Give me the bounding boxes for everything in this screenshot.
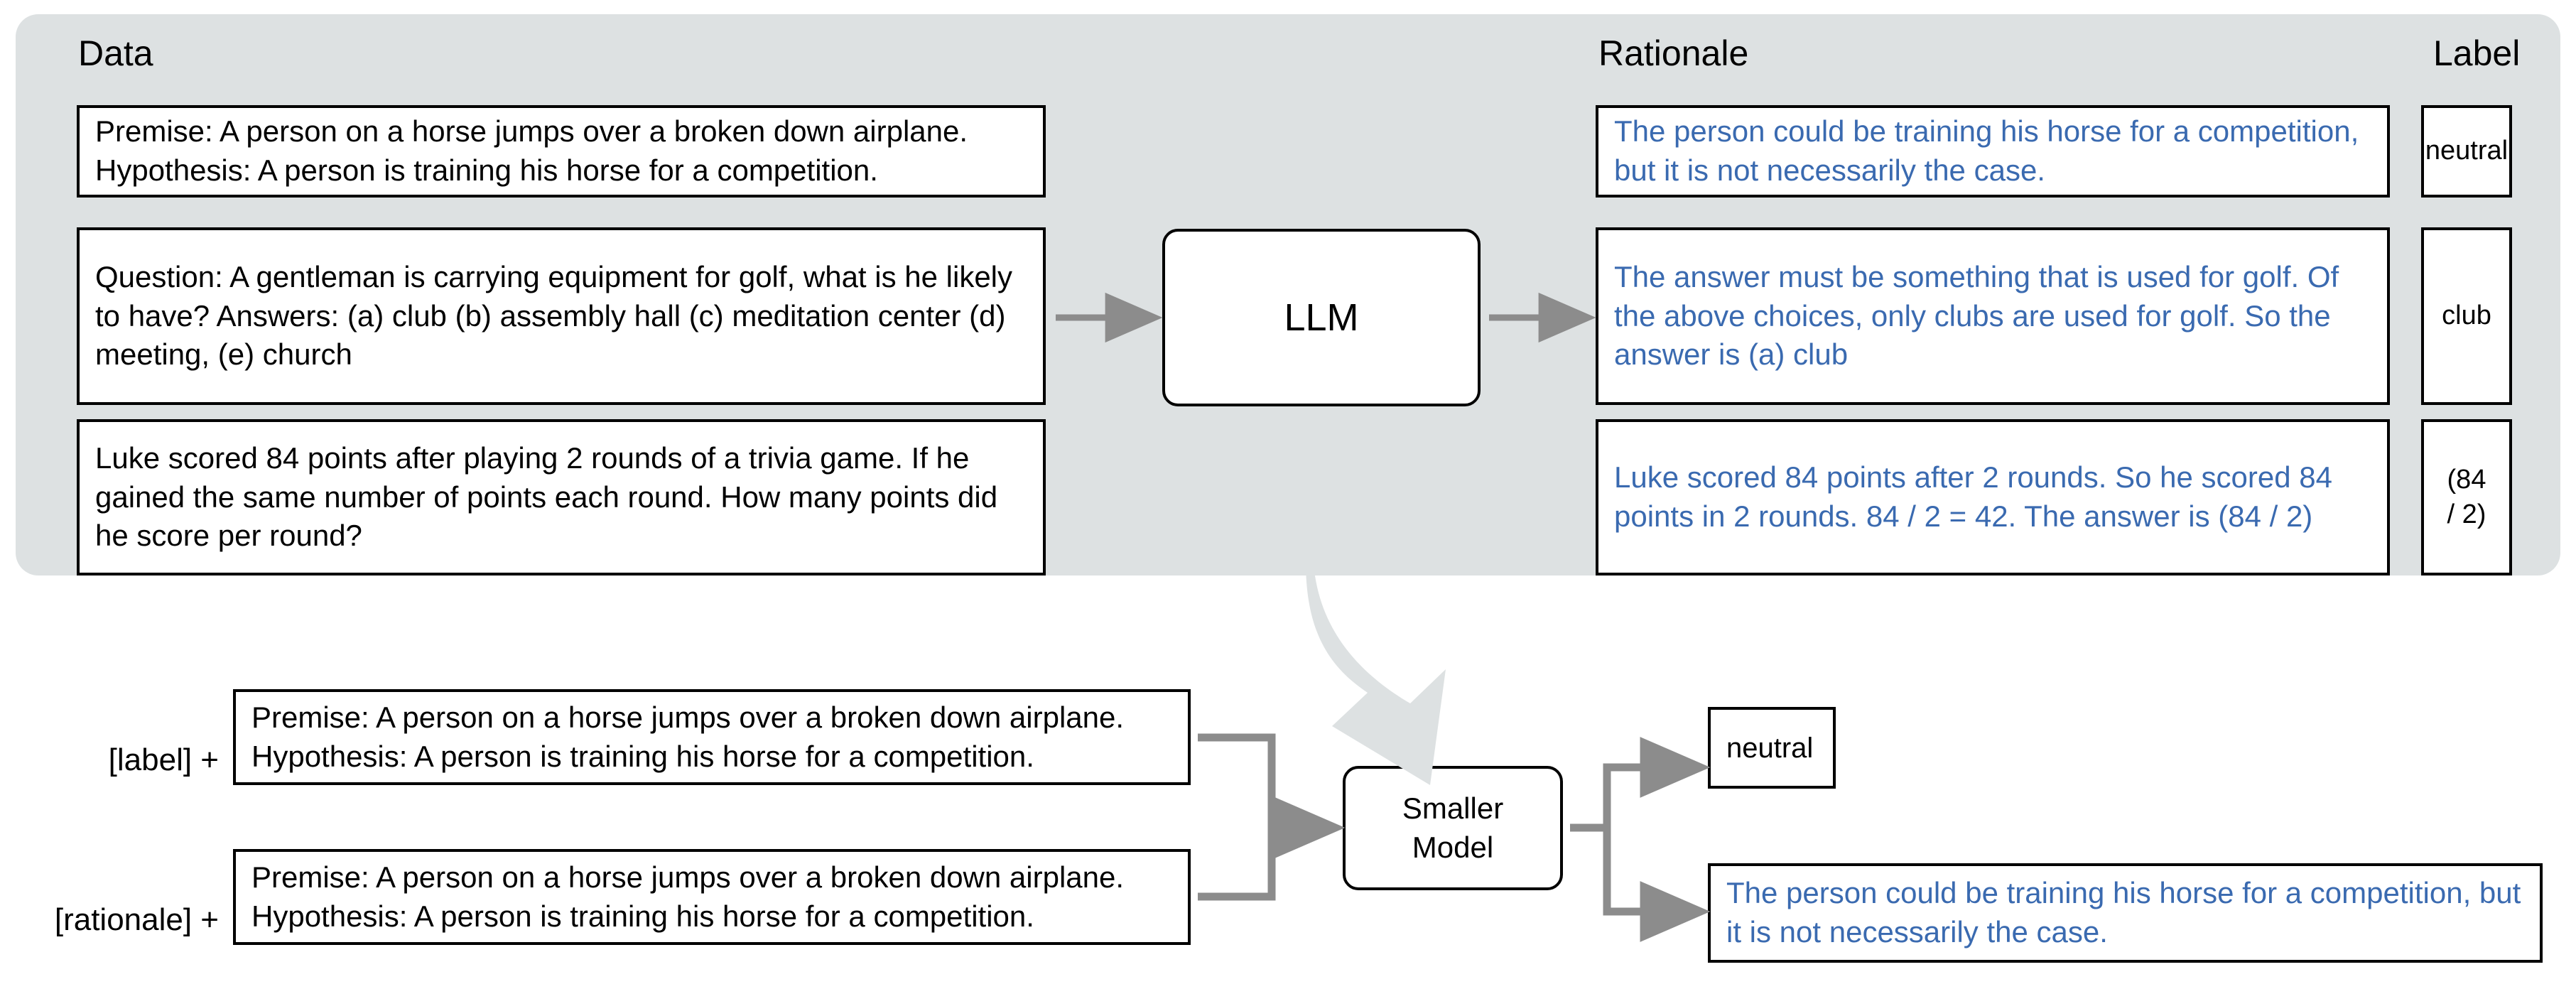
input-box-text: Premise: A person on a horse jumps over … xyxy=(251,860,1125,933)
rationale-box-gsm: Luke scored 84 points after 2 rounds. So… xyxy=(1596,419,2390,575)
label-box-text: neutral xyxy=(2425,136,2509,166)
label-column-heading: Label xyxy=(2433,33,2521,73)
distillation-arrow-icon xyxy=(1306,547,1446,785)
data-box-gsm: Luke scored 84 points after playing 2 ro… xyxy=(77,419,1046,575)
label-box-text: (84 / 2) xyxy=(2447,464,2486,529)
input-box-label: Premise: A person on a horse jumps over … xyxy=(233,689,1191,785)
data-box-commonsenseqa: Question: A gentleman is carrying equipm… xyxy=(77,227,1046,405)
output-box-text: The person could be training his horse f… xyxy=(1726,876,2521,949)
rationale-column-heading: Rationale xyxy=(1598,33,1749,73)
label-box-text: club xyxy=(2442,301,2491,331)
data-box-nli: Premise: A person on a horse jumps over … xyxy=(77,105,1046,198)
data-box-text: Question: A gentleman is carrying equipm… xyxy=(95,260,1013,372)
output-box-text: neutral xyxy=(1726,732,1814,764)
llm-box: LLM xyxy=(1162,229,1481,406)
data-box-text: Luke scored 84 points after playing 2 ro… xyxy=(95,441,998,553)
output-box-rationale: The person could be training his horse f… xyxy=(1708,863,2543,963)
connector-inputs-merge xyxy=(1198,733,1276,901)
smaller-model-label: Smaller Model xyxy=(1402,791,1504,864)
data-column-heading: Data xyxy=(78,33,153,73)
arrow-smaller-model-to-label-output xyxy=(1603,737,1711,828)
rationale-tag: [rationale] + xyxy=(54,902,219,937)
arrow-smaller-model-to-rationale-output xyxy=(1603,828,1711,942)
input-box-text: Premise: A person on a horse jumps over … xyxy=(251,700,1125,773)
input-box-rationale: Premise: A person on a horse jumps over … xyxy=(233,849,1191,945)
rationale-box-nli: The person could be training his horse f… xyxy=(1596,105,2390,198)
rationale-box-text: The person could be training his horse f… xyxy=(1614,114,2359,187)
llm-box-label: LLM xyxy=(1284,296,1359,339)
output-box-label: neutral xyxy=(1708,707,1836,789)
rationale-box-text: The answer must be something that is use… xyxy=(1614,260,2339,372)
label-tag: [label] + xyxy=(108,742,219,777)
rationale-box-text: Luke scored 84 points after 2 rounds. So… xyxy=(1614,460,2332,533)
rationale-box-commonsenseqa: The answer must be something that is use… xyxy=(1596,227,2390,405)
label-box-gsm: (84 / 2) xyxy=(2421,419,2512,575)
smaller-model-box: Smaller Model xyxy=(1343,766,1563,890)
data-box-text: Premise: A person on a horse jumps over … xyxy=(95,114,968,187)
label-box-nli: neutral xyxy=(2421,105,2512,198)
label-box-commonsenseqa: club xyxy=(2421,227,2512,405)
